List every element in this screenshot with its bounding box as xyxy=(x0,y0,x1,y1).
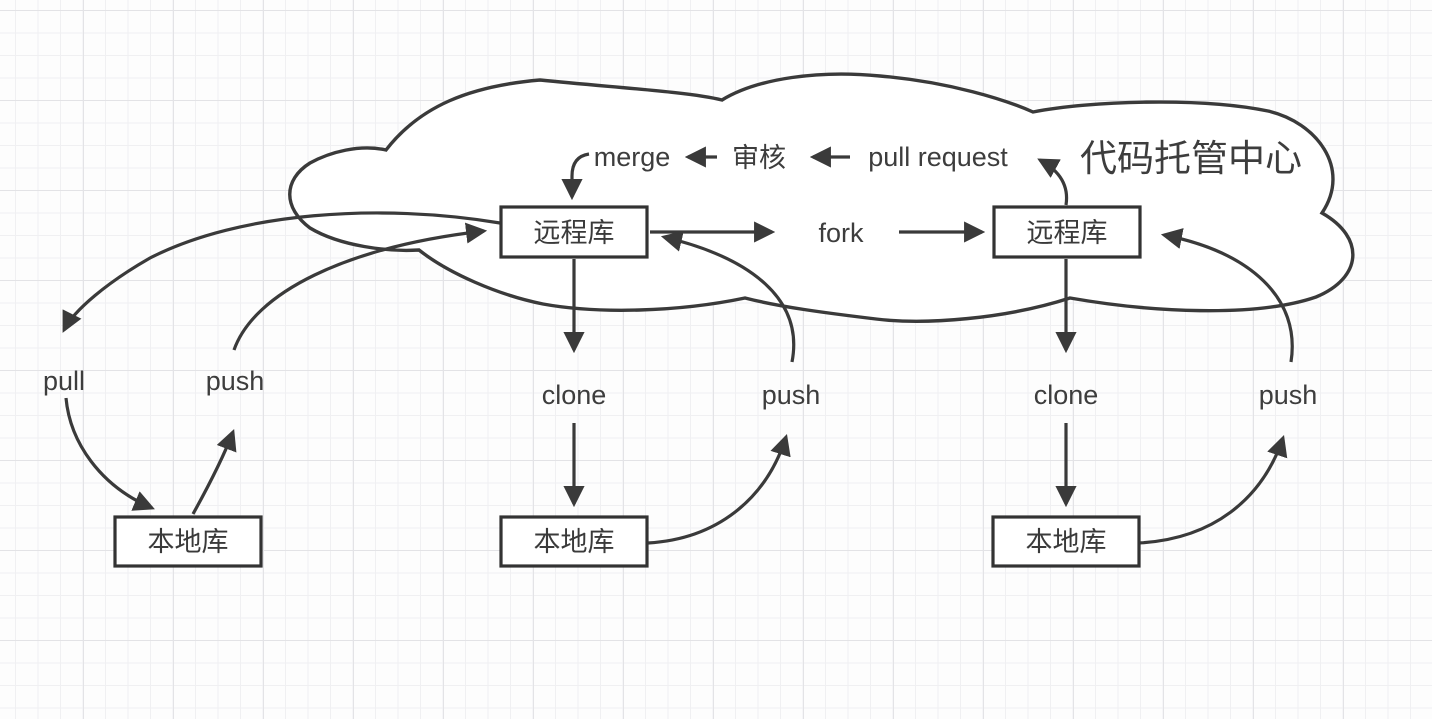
label-pull-left: pull xyxy=(43,366,85,396)
label-review: 审核 xyxy=(732,143,786,173)
label-fork: fork xyxy=(818,218,864,248)
node-local-right-box xyxy=(991,515,1141,568)
label-pull-request: pull request xyxy=(868,142,1008,172)
arrow-pull-left-upper xyxy=(62,211,501,333)
node-remote-right: 远程库 xyxy=(992,205,1142,259)
node-remote-right-label: 远程库 xyxy=(1027,218,1108,248)
node-remote-left-box xyxy=(499,205,649,259)
cloud-title: 代码托管中心 xyxy=(1080,138,1302,179)
cloud-shape xyxy=(288,72,1355,323)
arrow-push-left-upper xyxy=(232,222,488,351)
node-local-center: 本地库 xyxy=(499,515,649,568)
node-local-right: 本地库 xyxy=(991,515,1141,568)
arrow-push-center-upper xyxy=(660,230,796,363)
arrow-push-right-lower xyxy=(1138,434,1288,545)
node-local-center-box xyxy=(499,515,649,568)
node-local-center-label: 本地库 xyxy=(534,527,615,557)
label-clone-right: clone xyxy=(1034,380,1099,410)
label-push-left: push xyxy=(206,366,265,396)
arrow-merge-to-remote-left xyxy=(561,152,590,201)
node-local-left: 本地库 xyxy=(113,515,263,568)
node-remote-left: 远程库 xyxy=(499,205,649,259)
arrow-pull-left-lower xyxy=(64,397,155,511)
node-local-left-box xyxy=(113,515,263,568)
node-local-left-label: 本地库 xyxy=(148,527,229,557)
label-push-right: push xyxy=(1259,380,1318,410)
node-local-right-label: 本地库 xyxy=(1026,527,1107,557)
arrow-push-right-upper xyxy=(1160,228,1294,363)
label-clone-center: clone xyxy=(542,380,607,410)
node-remote-right-box xyxy=(992,205,1142,259)
label-push-center: push xyxy=(762,380,821,410)
arrow-remote-right-to-pullrequest xyxy=(1037,158,1069,206)
node-remote-left-label: 远程库 xyxy=(534,218,615,248)
label-merge: merge xyxy=(594,142,671,172)
arrow-push-left-lower xyxy=(191,429,237,515)
arrow-push-center-lower xyxy=(647,433,791,545)
